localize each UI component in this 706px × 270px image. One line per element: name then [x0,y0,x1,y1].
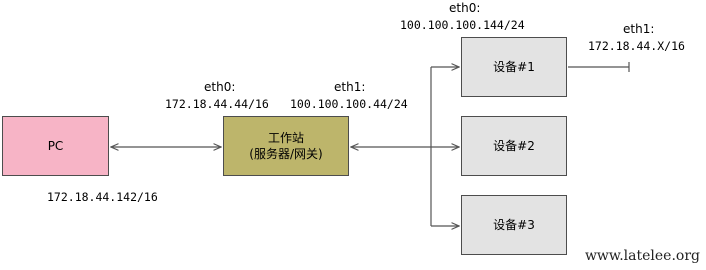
device2-label: 设备#2 [493,139,535,153]
workstation-node: 工作站 (服务器/网关) [223,116,349,176]
device-eth0-ip: 100.100.100.144/24 [400,18,525,32]
device3-node: 设备#3 [461,195,567,255]
ws-eth1-name: eth1: [334,80,366,94]
watermark-text: www.latelee.org [584,248,700,264]
device1-eth1-name: eth1: [623,22,655,36]
pc-ip-label: 172.18.44.142/16 [47,190,158,204]
workstation-title: 工作站 [267,131,304,145]
pc-node: PC [2,116,109,176]
workstation-subtitle: (服务器/网关) [249,147,323,161]
ws-eth1-ip: 100.100.100.44/24 [290,97,408,111]
ws-eth0-name: eth0: [204,80,236,94]
device1-eth1-ip: 172.18.44.X/16 [588,39,685,53]
pc-label: PC [47,139,64,153]
device3-label: 设备#3 [493,218,535,232]
device-eth0-name: eth0: [449,1,481,15]
device2-node: 设备#2 [461,116,567,176]
device1-label: 设备#1 [493,60,535,74]
ws-eth0-ip: 172.18.44.44/16 [165,97,269,111]
device1-node: 设备#1 [461,37,567,97]
